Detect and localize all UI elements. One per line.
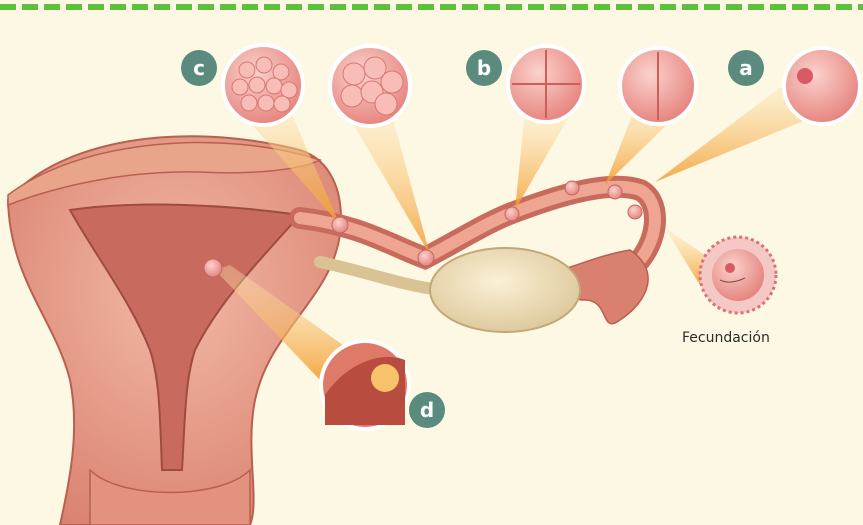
fecundation-caption: Fecundación bbox=[682, 330, 770, 346]
implantation-detail bbox=[321, 341, 409, 429]
stage-8cell bbox=[330, 46, 410, 126]
ovary bbox=[430, 248, 580, 332]
badge-d: d bbox=[409, 392, 445, 428]
tube-cell-5 bbox=[608, 185, 622, 199]
stage-morula-c bbox=[223, 45, 303, 125]
badge-c: c bbox=[181, 50, 217, 86]
tube-cell-6 bbox=[628, 205, 642, 219]
stage-zygote-a bbox=[784, 48, 860, 124]
svg-text:b: b bbox=[477, 56, 491, 80]
fecundation-cell bbox=[700, 237, 776, 313]
tube-cell-4 bbox=[565, 181, 579, 195]
svg-text:c: c bbox=[193, 56, 205, 80]
beam-fecundation bbox=[665, 228, 705, 285]
tube-cell-3 bbox=[505, 207, 519, 221]
stage-2cell bbox=[620, 48, 696, 124]
svg-text:a: a bbox=[739, 56, 753, 80]
svg-text:d: d bbox=[420, 398, 434, 422]
badge-a: a bbox=[728, 50, 764, 86]
stage-4cell-b bbox=[508, 46, 584, 122]
badge-b: b bbox=[466, 50, 502, 86]
tube-cell-1 bbox=[332, 217, 348, 233]
implant-cell bbox=[204, 259, 222, 277]
tube-cell-2 bbox=[418, 250, 434, 266]
